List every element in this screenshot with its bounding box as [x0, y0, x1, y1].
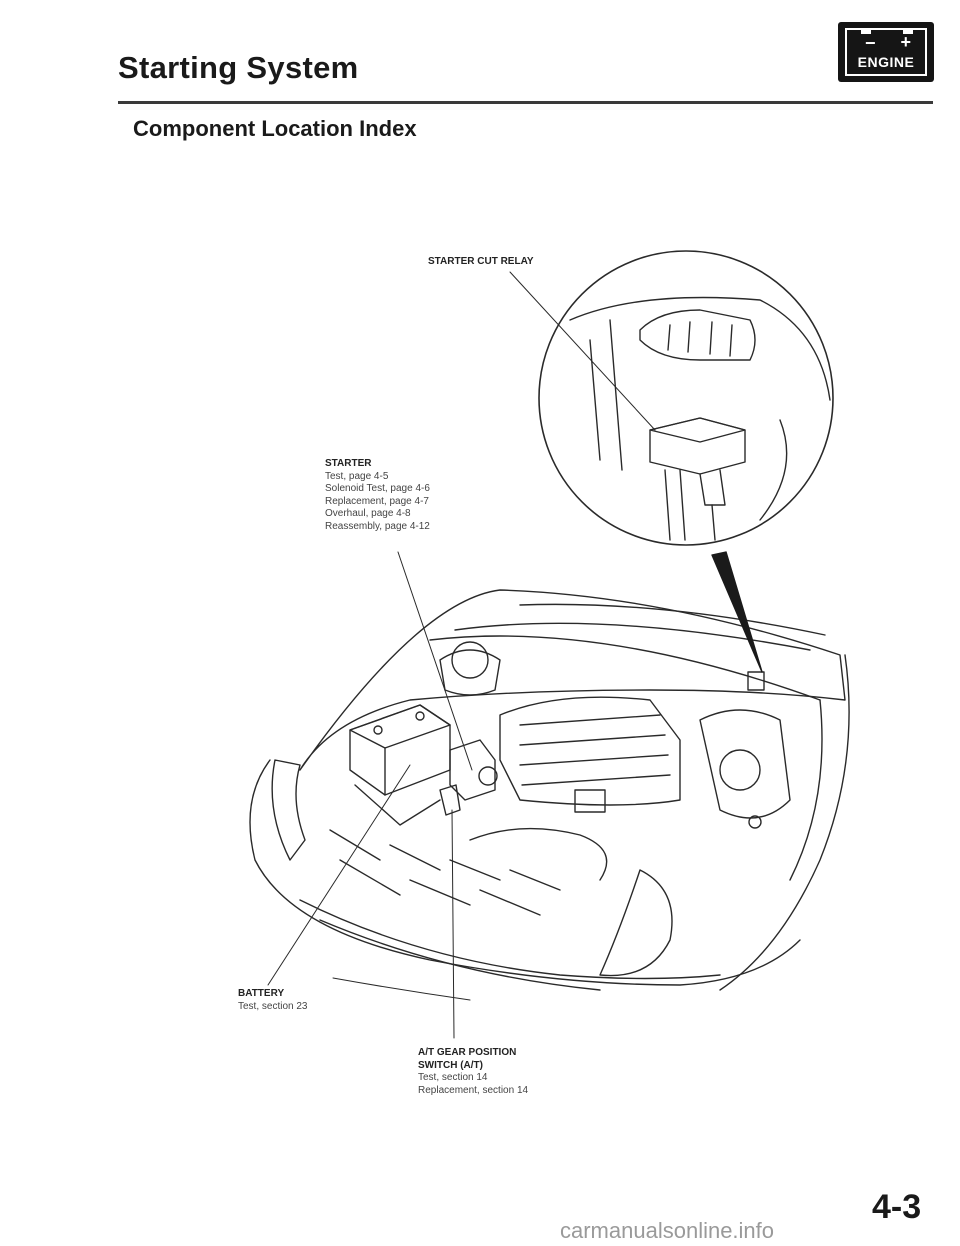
badge-label: ENGINE: [857, 54, 915, 70]
inset-detail-circle: [538, 250, 834, 546]
battery-icon: − + ENGINE: [845, 28, 927, 76]
battery-terminal-pos: [903, 28, 913, 34]
inset-relay-top: [649, 417, 746, 443]
negative-sign: −: [865, 33, 876, 53]
leader-battery-curve: [332, 977, 471, 1001]
bumper-lower: [299, 899, 721, 980]
relay-box-small: [747, 671, 765, 691]
cowl-line: [429, 635, 821, 701]
fender-right: [719, 654, 850, 991]
hood-crease: [519, 603, 826, 636]
battery-post-b: [415, 711, 425, 721]
hood-outline: [299, 589, 846, 771]
headlight-left: [271, 759, 306, 861]
page-title: Starting System: [118, 50, 359, 85]
headlight-right: [599, 869, 673, 977]
leader-starter: [397, 551, 473, 771]
battery-top: [349, 704, 451, 749]
fender-right-inner: [789, 699, 823, 881]
positive-sign: +: [900, 32, 911, 52]
engine-valve-cover: [499, 696, 681, 806]
section-subtitle: Component Location Index: [133, 116, 417, 141]
engine-ribs: [519, 714, 671, 786]
header-rule: [118, 101, 933, 104]
hood-edge: [454, 622, 811, 651]
page-number: 4-3: [872, 1188, 922, 1226]
grille-slat: [329, 829, 561, 916]
battery-body: [349, 704, 451, 796]
bumper-line: [319, 919, 601, 991]
reservoir-cap: [451, 641, 489, 679]
leader-battery: [267, 764, 411, 986]
inset-relay-connector: [699, 469, 726, 506]
leader-at-gear-switch: [451, 809, 455, 1039]
inset-pointer-wedge: [711, 551, 763, 673]
battery-post-a: [373, 725, 383, 735]
right-components: [699, 709, 791, 819]
label-battery: BATTERY Test, section 23: [238, 988, 308, 1012]
engine-battery-badge: − + ENGINE: [838, 22, 934, 82]
label-at-gear-position-switch: A/T GEAR POSITION SWITCH (A/T) Test, sec…: [418, 1047, 529, 1096]
gear-switch-body: [439, 784, 461, 816]
inset-wires: [664, 469, 716, 541]
fluid-cap: [719, 749, 761, 791]
label-starter-cut-relay: STARTER CUT RELAY: [428, 256, 534, 267]
battery-tray: [354, 784, 441, 826]
watermark: carmanualsonline.info: [560, 1218, 775, 1243]
leader-starter-cut-relay: [509, 271, 656, 431]
inset-vent-lines: [667, 321, 733, 357]
inset-dash-contour: [569, 296, 831, 401]
starter-body: [449, 739, 496, 801]
label-starter: STARTER Test, page 4-5 Solenoid Test, pa…: [325, 458, 430, 532]
starter-end: [478, 766, 498, 786]
reservoir-body: [439, 649, 501, 696]
engine-plate: [574, 789, 606, 813]
front-body: [249, 759, 801, 986]
small-cap: [748, 815, 762, 829]
inset-panel-lines: [589, 319, 788, 521]
inset-dash-vents: [639, 309, 756, 361]
battery-terminal-neg: [861, 28, 871, 34]
intake-tube: [469, 827, 608, 881]
